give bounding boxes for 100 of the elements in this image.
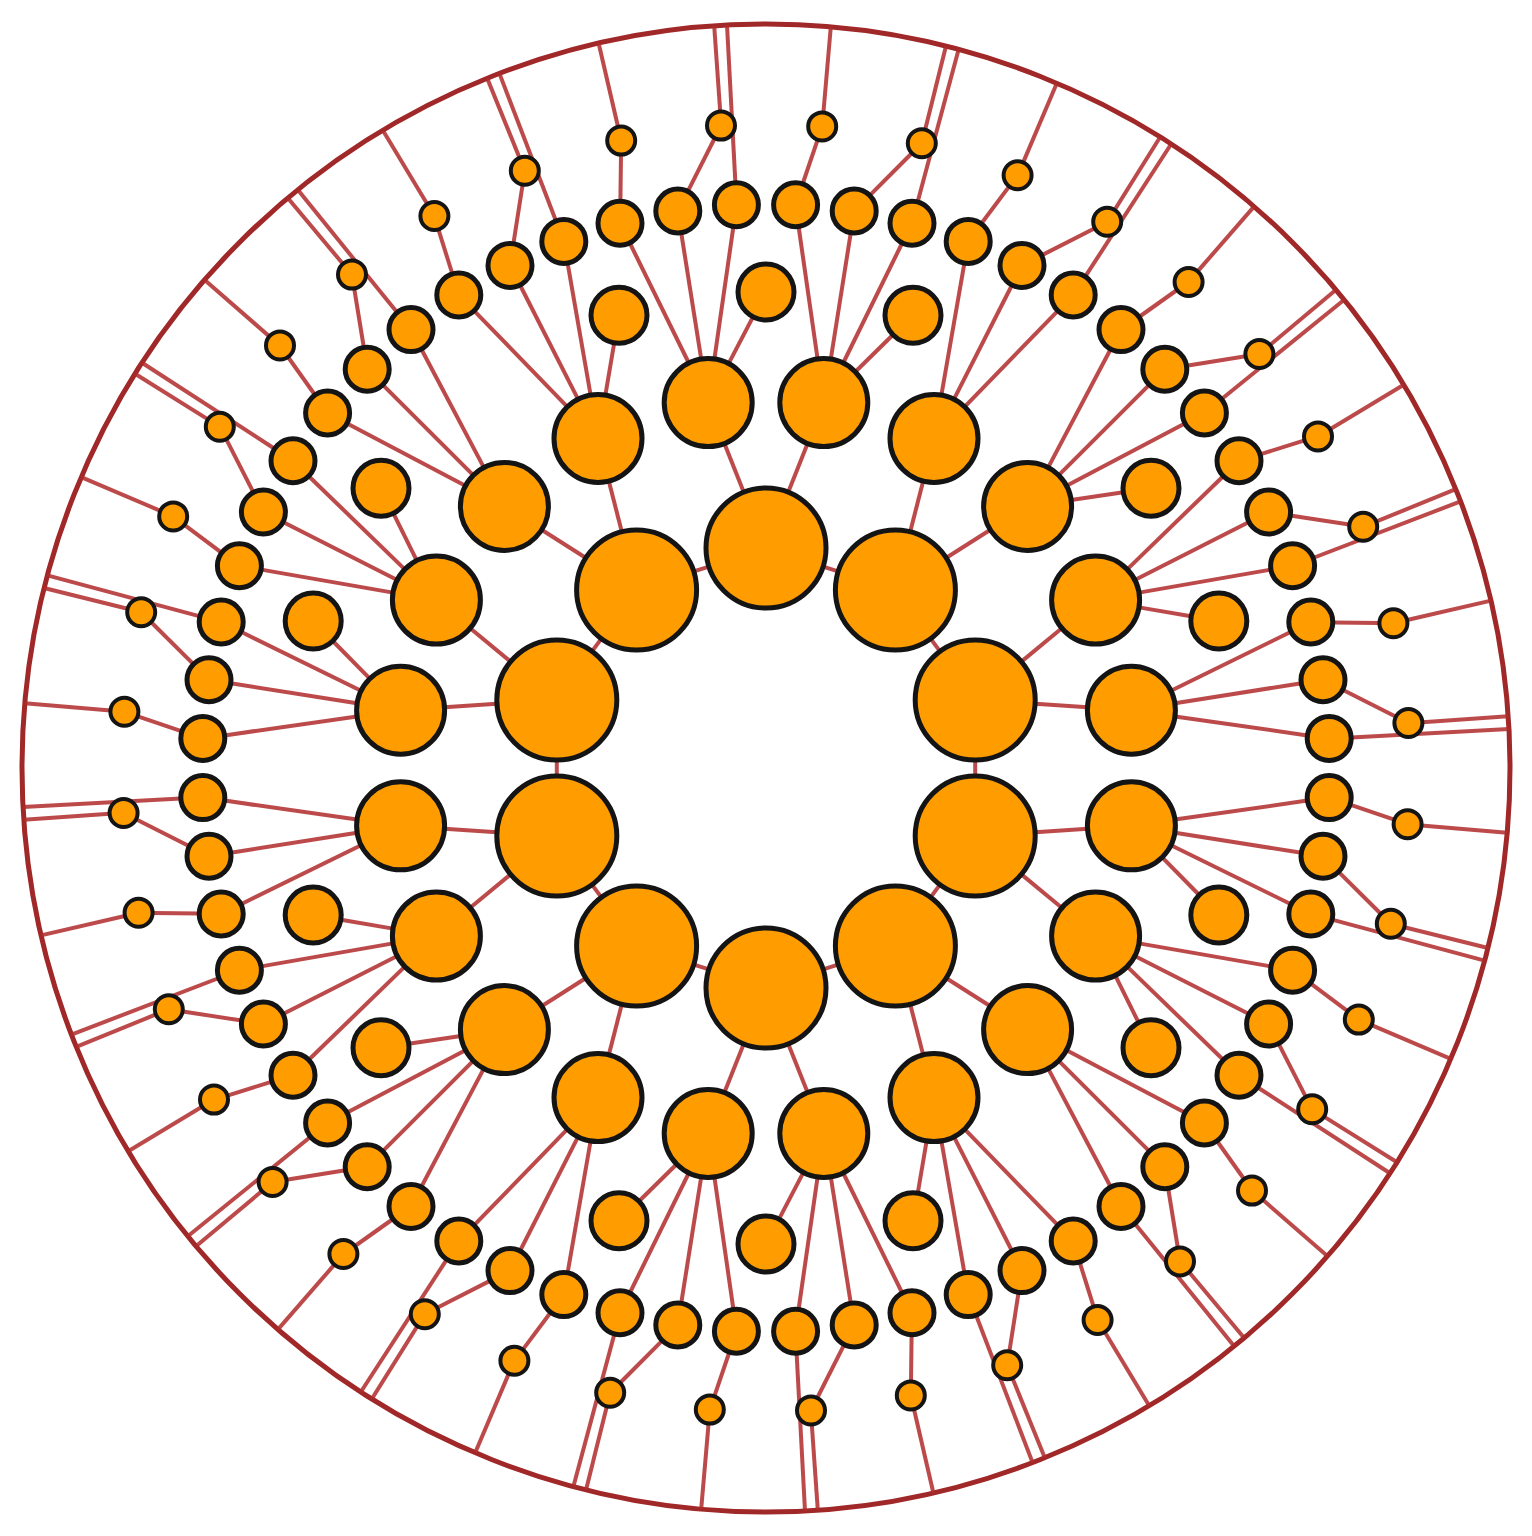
node-circle [389, 889, 483, 983]
connector-line [1077, 1261, 1096, 1308]
connector-line [1261, 1198, 1329, 1258]
connector-line [444, 701, 497, 710]
connector-line [419, 348, 486, 469]
connector-line [1046, 1067, 1113, 1188]
connector-line [1220, 298, 1346, 401]
connector-line [1035, 826, 1088, 835]
node-circle [350, 457, 412, 519]
connector-line [80, 475, 162, 513]
node-circle [777, 356, 871, 450]
connector-line [1125, 474, 1225, 571]
connector-line [679, 232, 704, 360]
connector-line [75, 1012, 157, 1049]
connector-line [841, 1172, 904, 1294]
node-circle [1179, 388, 1229, 438]
connector-line [952, 1135, 1014, 1252]
connector-line [359, 1258, 449, 1394]
node-circle [485, 1246, 535, 1296]
node-circle [1049, 553, 1143, 647]
connector-line [1370, 1023, 1452, 1061]
connector-line [777, 1171, 806, 1221]
connector-line [1406, 598, 1492, 622]
connector-line [1133, 520, 1250, 582]
connector-line [307, 474, 407, 571]
node-circle [336, 258, 368, 291]
connector-line [1021, 82, 1059, 164]
connector-line [1215, 1139, 1246, 1181]
connector-line [722, 442, 746, 493]
connector-line [854, 333, 895, 374]
node-circle [122, 896, 155, 929]
node-circle [342, 1142, 392, 1192]
node-circle [389, 553, 483, 647]
connector-line [944, 528, 992, 560]
connector-line [240, 630, 362, 693]
node-circle [1179, 1098, 1229, 1148]
connector-line [540, 976, 588, 1008]
connector-line [1020, 626, 1064, 664]
connector-line [1160, 856, 1201, 897]
node-circle [653, 186, 703, 236]
node-circle [574, 527, 700, 653]
connector-line [133, 372, 210, 422]
connector-line [1349, 802, 1395, 822]
connector-line [226, 1079, 273, 1098]
node-circle [595, 198, 645, 248]
connector-line [1174, 830, 1302, 855]
node-circle [771, 180, 821, 230]
node-circle [1048, 1216, 1098, 1266]
node-circle [605, 124, 638, 157]
connector-line [1112, 135, 1162, 212]
node-circle [494, 637, 620, 763]
connector-line [149, 620, 195, 666]
node-circle [1164, 1245, 1196, 1278]
connector-line [725, 24, 738, 183]
node-circle [238, 487, 288, 537]
connector-line [240, 843, 362, 906]
node-circle [1236, 1174, 1268, 1207]
node-circle [1084, 779, 1178, 873]
connector-line [712, 1176, 736, 1310]
connector-line [796, 1176, 820, 1310]
connector-line [628, 1172, 691, 1294]
connector-line [1007, 1291, 1021, 1352]
connector-line [800, 139, 820, 185]
connector-line [841, 242, 904, 364]
connector-line [979, 185, 1011, 225]
node-circle [588, 284, 650, 346]
connector-line [381, 383, 475, 477]
node-circle [1298, 831, 1348, 881]
connector-line [618, 1339, 664, 1385]
node-circle [184, 831, 234, 881]
connector-line [1332, 620, 1380, 625]
connector-line [794, 1353, 807, 1512]
connector-line [963, 309, 1060, 409]
connector-line [1403, 925, 1489, 950]
connector-line [276, 1263, 336, 1331]
node-circle [178, 713, 228, 763]
connector-line [40, 914, 126, 938]
connector-line [726, 315, 755, 365]
connector-line [1020, 872, 1064, 910]
node-circle [735, 261, 797, 323]
connector-line [140, 361, 276, 451]
connector-line [1070, 490, 1124, 502]
node-circle [1296, 1093, 1329, 1126]
connector-line [1125, 965, 1225, 1062]
connector-line [809, 1424, 820, 1511]
connector-line [260, 941, 394, 969]
connector-line [381, 129, 429, 206]
node-circle [588, 1190, 650, 1252]
node-circle [196, 597, 246, 647]
connector-line [182, 1009, 243, 1023]
connector-line [436, 1278, 492, 1310]
connector-line [1170, 630, 1292, 693]
connector-line [1351, 727, 1510, 740]
connector-line [1138, 941, 1272, 969]
connector-line [1057, 1059, 1151, 1153]
node-circle [256, 1166, 289, 1198]
connector-line [699, 1423, 711, 1510]
connector-line [286, 1168, 346, 1182]
connector-line [908, 1003, 926, 1056]
connector-line [1065, 421, 1186, 488]
